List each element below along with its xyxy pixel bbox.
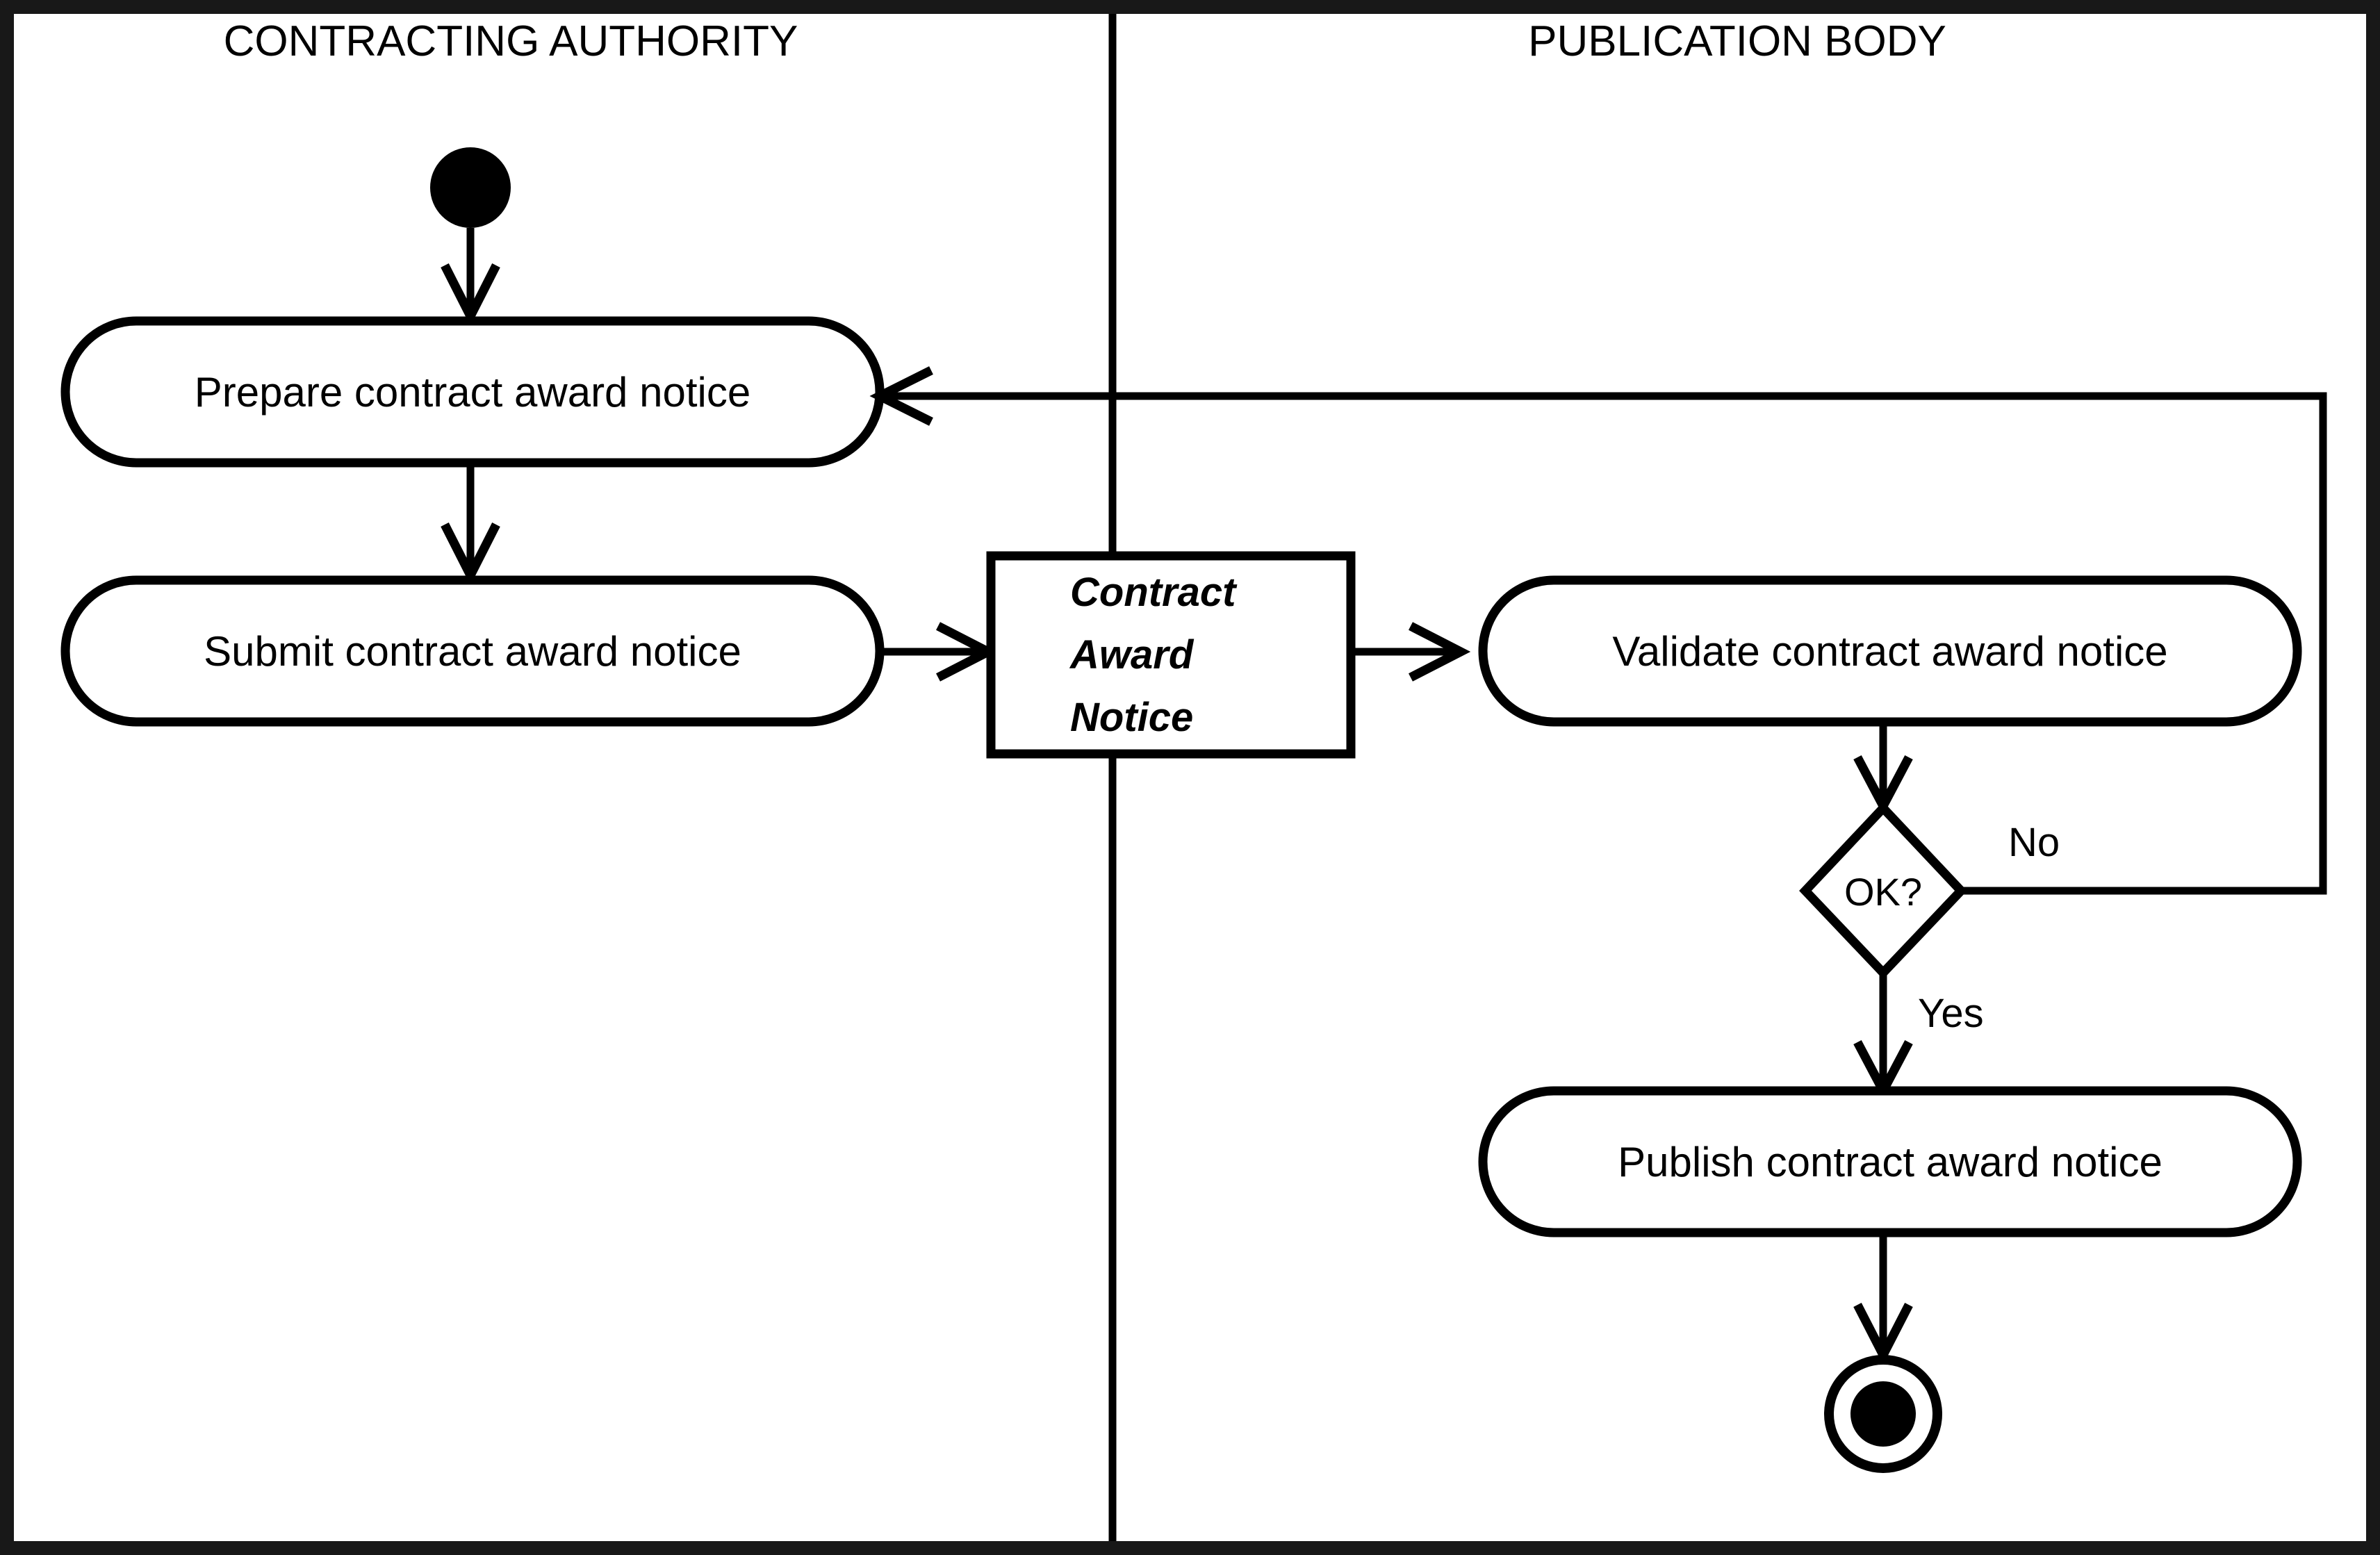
initial-node	[430, 147, 511, 228]
final-node-core	[1850, 1381, 1916, 1447]
object-node-label-line3: Notice	[1070, 695, 1193, 740]
swimlane-title-contracting-authority: CONTRACTING AUTHORITY	[224, 17, 798, 65]
action-publish-contract-award-notice[interactable]	[1478, 1086, 2302, 1237]
guard-label-no: No	[2008, 820, 2060, 865]
flow-decision-no-to-prepare	[881, 392, 2327, 895]
action-validate-contract-award-notice[interactable]	[1478, 575, 2302, 727]
action-submit-label: Submit contract award notice	[204, 628, 741, 675]
swimlane-title-publication-body: PUBLICATION BODY	[1528, 17, 1946, 65]
arrowhead-prepare-to-submit	[441, 523, 500, 586]
action-validate-label: Validate contract award notice	[1612, 628, 2167, 675]
arrowhead-notice-to-validate	[1409, 622, 1471, 682]
action-prepare-label: Prepare contract award notice	[195, 369, 750, 416]
object-node-label-line2: Award	[1069, 632, 1195, 677]
arrowhead-no-to-prepare	[869, 366, 933, 426]
arrowhead-start-to-prepare	[441, 263, 500, 327]
guard-label-yes: Yes	[1918, 991, 1984, 1036]
decision-node-label: OK?	[1844, 870, 1922, 914]
object-node-label-line1: Contract	[1070, 570, 1238, 615]
action-publish-label: Publish contract award notice	[1618, 1139, 2162, 1185]
